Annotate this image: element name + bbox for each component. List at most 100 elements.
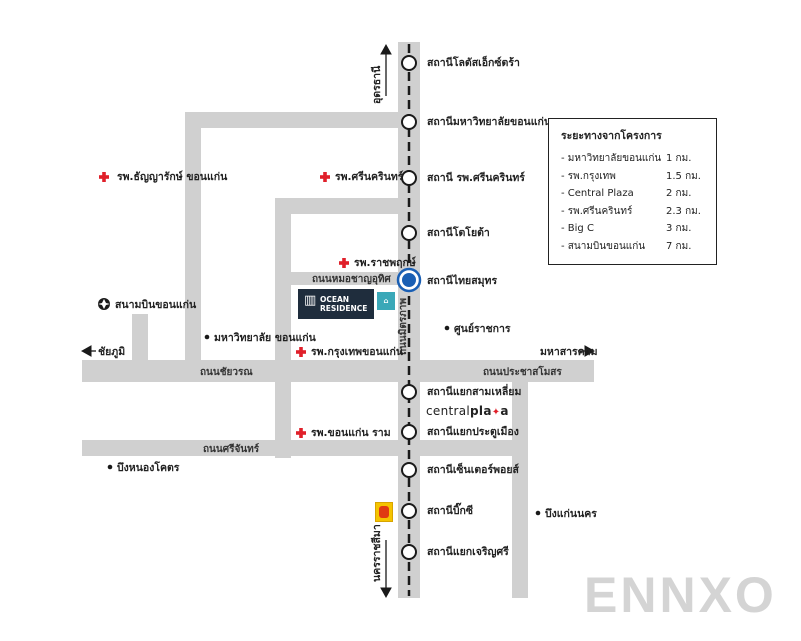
label-gov-center: ศูนย์ราชการ — [454, 322, 511, 336]
road-kku-north — [185, 112, 403, 128]
legend-row: - Big C 3 กม. — [561, 220, 706, 238]
arrow-north-icon — [380, 43, 392, 55]
arrow-west-icon — [80, 345, 92, 357]
legend-row-label: - มหาวิทยาลัยขอนแก่น — [561, 153, 662, 165]
hospital-icon-rajpruek — [339, 258, 349, 268]
legend-row-label: - สนามบินขอนแก่น — [561, 240, 646, 252]
project-station-marker[interactable] — [402, 273, 416, 287]
arrow-east-icon — [584, 345, 596, 357]
road-kku-west — [185, 112, 201, 364]
label-hosp-thanyarak: รพ.ธัญญารักษ์ ขอนแก่น — [117, 170, 228, 183]
road-label-mor-chan: ถนนหมอชาญอุทิศ — [312, 273, 391, 285]
station-label-1: สถานีโลตัสเอ็กซ์ตร้า — [427, 55, 520, 69]
road-right-long — [512, 440, 528, 598]
hospital-icon-srinagarind — [320, 172, 330, 182]
legend-row-label: - Big C — [561, 223, 594, 235]
project-name-line1: OCEAN — [320, 295, 350, 304]
station-marker-10[interactable] — [401, 544, 417, 560]
direction-label-west: ชัยภูมิ — [98, 346, 125, 359]
road-mor-chan — [291, 272, 403, 285]
label-hosp-rajpruek: รพ.ราชพฤกษ์ — [354, 256, 416, 269]
station-label-2: สถานีมหาวิทยาลัยขอนแก่น — [427, 115, 552, 128]
road-label-chai-rom: ถนนชัยวรณ — [200, 366, 253, 378]
central-logo-part3: a — [500, 404, 509, 418]
legend-row-label: - Central Plaza — [561, 188, 634, 200]
airplane-glyph — [98, 299, 110, 309]
road-label-mittraphap: ถนนมิตรภาพ — [397, 298, 409, 355]
label-hosp-srinagarind: รพ.ศรีนครินทร์ — [335, 170, 404, 183]
road-inner-west — [275, 198, 291, 458]
label-hosp-thanyarak-line: รพ.ธัญญารักษ์ ขอนแก่น — [117, 170, 228, 183]
legend-row-distance: 1.5 กม. — [666, 170, 701, 182]
legend-row: - รพ.ศรีนครินทร์ 2.3 กม. — [561, 203, 706, 221]
hospital-icons — [99, 172, 349, 438]
road-prachasamosorn — [82, 360, 594, 382]
station-marker-3[interactable] — [401, 170, 417, 186]
roads — [82, 42, 594, 598]
label-bueng-kaen-nakhon: บึงแก่นนคร — [545, 508, 598, 520]
kku-dot-icon — [204, 334, 210, 340]
label-kku: มหาวิทยาลัย ขอนแก่น — [214, 332, 317, 344]
road-label-prachasamosorn: ถนนประชาสโมสร — [483, 365, 562, 378]
legend-row-distance: 1 กม. — [666, 153, 692, 165]
station-label-4: สถานีโตโยต้า — [427, 226, 490, 239]
project-name-line2: RESIDENCE — [320, 304, 368, 313]
road-srichan — [82, 440, 522, 456]
legend-row-distance: 7 กม. — [666, 240, 692, 252]
legend-row: - มหาวิทยาลัยขอนแก่น 1 กม. — [561, 150, 706, 168]
legend-row: - Central Plaza 2 กม. — [561, 185, 706, 203]
road-srinagarind — [275, 198, 403, 214]
station-label-9: สถานีบิ๊กซี — [427, 502, 473, 517]
central-plaza-logo: centralpla✦a — [426, 404, 509, 418]
direction-label-south: นครราชสีมา — [370, 524, 383, 582]
station-marker-6[interactable] — [401, 384, 417, 400]
hospital-icon-thanyarak — [99, 172, 109, 182]
direction-label-east: มหาสารคาม — [540, 346, 598, 358]
station-marker-7[interactable] — [401, 424, 417, 440]
station-marker-8[interactable] — [401, 462, 417, 478]
road-airport-spur — [132, 314, 148, 364]
station-label-10: สถานีแยกเจริญศรี — [427, 545, 509, 558]
central-star-icon: ✦ — [491, 407, 501, 418]
developer-badge-icon: ⌂ — [377, 292, 395, 310]
bueng-nong-khot-dot-icon — [107, 464, 113, 470]
station-label-3: สถานี รพ.ศรีนครินทร์ — [427, 171, 525, 184]
station-markers — [401, 55, 417, 560]
legend-row-label: - รพ.กรุงเทพ — [561, 170, 616, 182]
road-label-srichan: ถนนศรีจันทร์ — [203, 443, 260, 455]
legend-row-distance: 3 กม. — [666, 223, 692, 235]
label-hosp-bangkok: รพ.กรุงเทพขอนแก่น — [311, 346, 404, 359]
legend-row: - สนามบินขอนแก่น 7 กม. — [561, 238, 706, 256]
direction-label-north: อุดรธานี — [370, 65, 384, 104]
direction-arrows — [80, 43, 596, 599]
station-label-5: สถานีไทยสมุทร — [427, 274, 497, 288]
legend-row-distance: 2.3 กม. — [666, 205, 701, 217]
station-marker-2[interactable] — [401, 114, 417, 130]
label-hosp-khonkaen-ram: รพ.ขอนแก่น ราม — [311, 427, 391, 439]
arrow-south-icon — [380, 587, 392, 599]
gov-center-dot-icon — [444, 325, 450, 331]
central-logo-part1: central — [426, 404, 471, 418]
station-marker-4[interactable] — [401, 225, 417, 241]
central-logo-part2: pla — [470, 404, 492, 418]
label-bueng-nong-khot: บึงหนองโคตร — [117, 461, 180, 474]
bigc-logo-icon — [375, 502, 393, 522]
bueng-kaen-nakhon-dot-icon — [535, 510, 541, 516]
legend-row: - รพ.กรุงเทพ 1.5 กม. — [561, 168, 706, 186]
distance-legend: ระยะทางจากโครงการ - มหาวิทยาลัยขอนแก่น 1… — [548, 118, 717, 265]
station-label-8: สถานีเซ็นเตอร์พอยส์ — [427, 462, 519, 476]
station-label-6: สถานีแยกสามเหลี่ยม — [427, 383, 521, 398]
hospital-icon-khonkaen-ram — [296, 428, 306, 438]
hospital-icon-bangkok — [296, 347, 306, 357]
project-logo[interactable]: ▥ OCEAN RESIDENCE — [298, 289, 374, 319]
label-airport: สนามบินขอนแก่น — [115, 299, 197, 311]
station-marker-9[interactable] — [401, 503, 417, 519]
legend-row-distance: 2 กม. — [666, 188, 692, 200]
station-marker-1[interactable] — [401, 55, 417, 71]
station-label-7: สถานีแยกประตูเมือง — [427, 425, 519, 439]
legend-title: ระยะทางจากโครงการ — [561, 130, 662, 142]
watermark: ENNXO — [584, 567, 777, 623]
project-logo-icon: ▥ — [304, 293, 317, 308]
legend-row-label: - รพ.ศรีนครินทร์ — [561, 205, 633, 217]
